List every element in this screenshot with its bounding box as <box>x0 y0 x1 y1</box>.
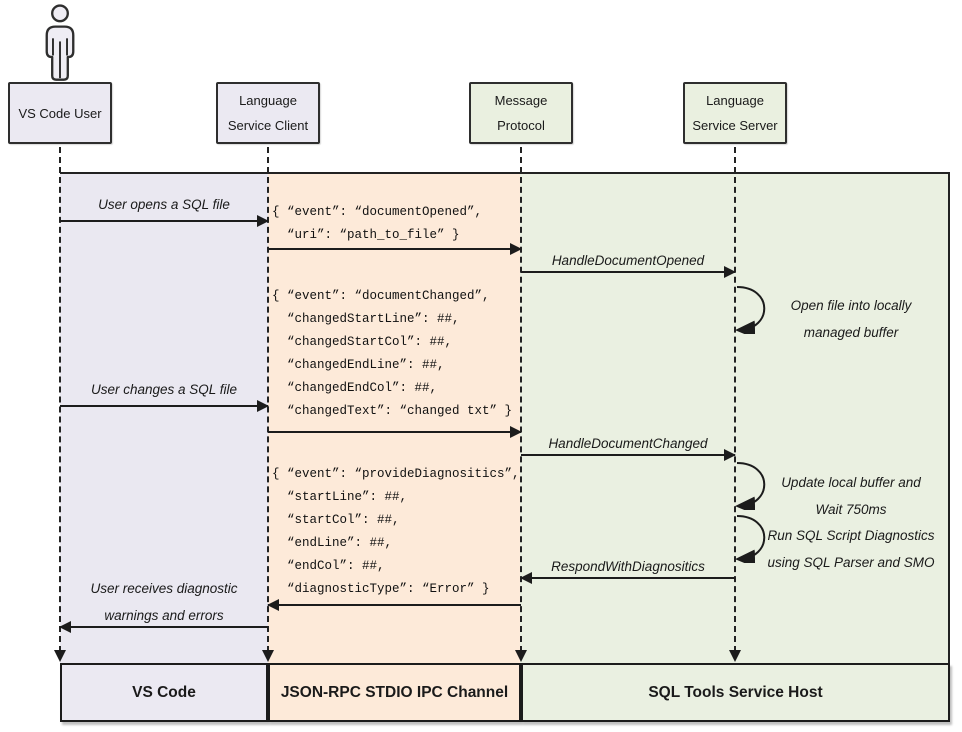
self-loop-open-file <box>735 286 766 334</box>
message-arrow-respond-with-diagnostics <box>520 572 735 584</box>
message-arrow-handle-document-opened <box>521 266 736 278</box>
message-label-handle-document-changed: HandleDocumentChanged <box>548 436 708 451</box>
lane-ipc-channel <box>267 174 520 663</box>
message-label-user-receives: User receives diagnostic warnings and er… <box>90 581 238 623</box>
self-loop-update-buffer <box>735 462 766 510</box>
lifeline-end-arrow-protocol <box>515 650 527 662</box>
lane-service-host <box>519 174 948 663</box>
bottom-box-service-host: SQL Tools Service Host <box>521 663 950 722</box>
lifeline-user <box>59 147 61 652</box>
lifeline-server <box>734 147 736 652</box>
arrowhead-right-icon <box>724 266 736 278</box>
lifeline-end-arrow-server <box>729 650 741 662</box>
message-label-respond-with-diagnostics: RespondWithDiagnositics <box>551 559 705 574</box>
arrowhead-right-icon <box>510 243 522 255</box>
actor-box-message-protocol: Message Protocol <box>469 82 573 144</box>
message-label-handle-document-opened: HandleDocumentOpened <box>551 253 705 268</box>
message-label-user-changes: User changes a SQL file <box>90 382 238 397</box>
arrowhead-right-icon <box>510 426 522 438</box>
lifeline-protocol <box>520 147 522 652</box>
note-update-buffer: Update local buffer and Wait 750ms <box>781 475 921 517</box>
actor-box-vscode-user: VS Code User <box>8 82 112 144</box>
message-arrow-document-opened <box>268 243 522 255</box>
actor-label: VS Code User <box>18 105 102 121</box>
lifeline-end-arrow-user <box>54 650 66 662</box>
lifeline-end-arrow-client <box>262 650 274 662</box>
arrowhead-left-icon <box>267 599 279 611</box>
json-payload-document-opened: { “event”: “documentOpened”, “uri”: “pat… <box>272 205 483 242</box>
arrowhead-right-icon <box>724 449 736 461</box>
message-arrow-user-opens <box>60 215 269 227</box>
message-arrow-document-changed <box>268 426 522 438</box>
actor-label: Message <box>494 93 548 108</box>
lane-vscode <box>60 174 268 663</box>
actor-box-language-service-server: Language Service Server <box>683 82 787 144</box>
note-run-diagnostics: Run SQL Script Diagnostics using SQL Par… <box>767 528 935 570</box>
json-payload-provide-diagnostics: { “event”: “provideDiagnositics”, “start… <box>272 467 520 596</box>
actor-label: Protocol <box>497 118 545 133</box>
bottom-box-vscode: VS Code <box>60 663 268 722</box>
arrowhead-right-icon <box>257 215 269 227</box>
swimlane-background <box>60 172 950 663</box>
actor-label: Language <box>239 93 297 108</box>
arrowhead-left-icon <box>520 572 532 584</box>
actor-label: Language <box>706 93 764 108</box>
message-arrow-handle-document-changed <box>521 449 736 461</box>
bottom-box-ipc-channel: JSON-RPC STDIO IPC Channel <box>268 663 521 722</box>
arrowhead-left-icon <box>59 621 71 633</box>
message-arrow-user-receives <box>59 621 268 633</box>
self-loop-run-diagnostics <box>735 515 766 563</box>
lifeline-client <box>267 147 269 652</box>
message-arrow-diagnostics-to-client <box>267 599 521 611</box>
message-label-user-opens: User opens a SQL file <box>98 197 230 212</box>
person-icon <box>45 4 75 81</box>
actor-label: Service Client <box>227 118 309 133</box>
json-payload-document-changed: { “event”: “documentChanged”, “changedSt… <box>272 289 513 418</box>
actor-label: Service Server <box>692 118 778 133</box>
message-arrow-user-changes <box>60 400 269 412</box>
note-open-file: Open file into locally managed buffer <box>790 298 912 340</box>
arrowhead-right-icon <box>257 400 269 412</box>
actor-box-language-service-client: Language Service Client <box>216 82 320 144</box>
